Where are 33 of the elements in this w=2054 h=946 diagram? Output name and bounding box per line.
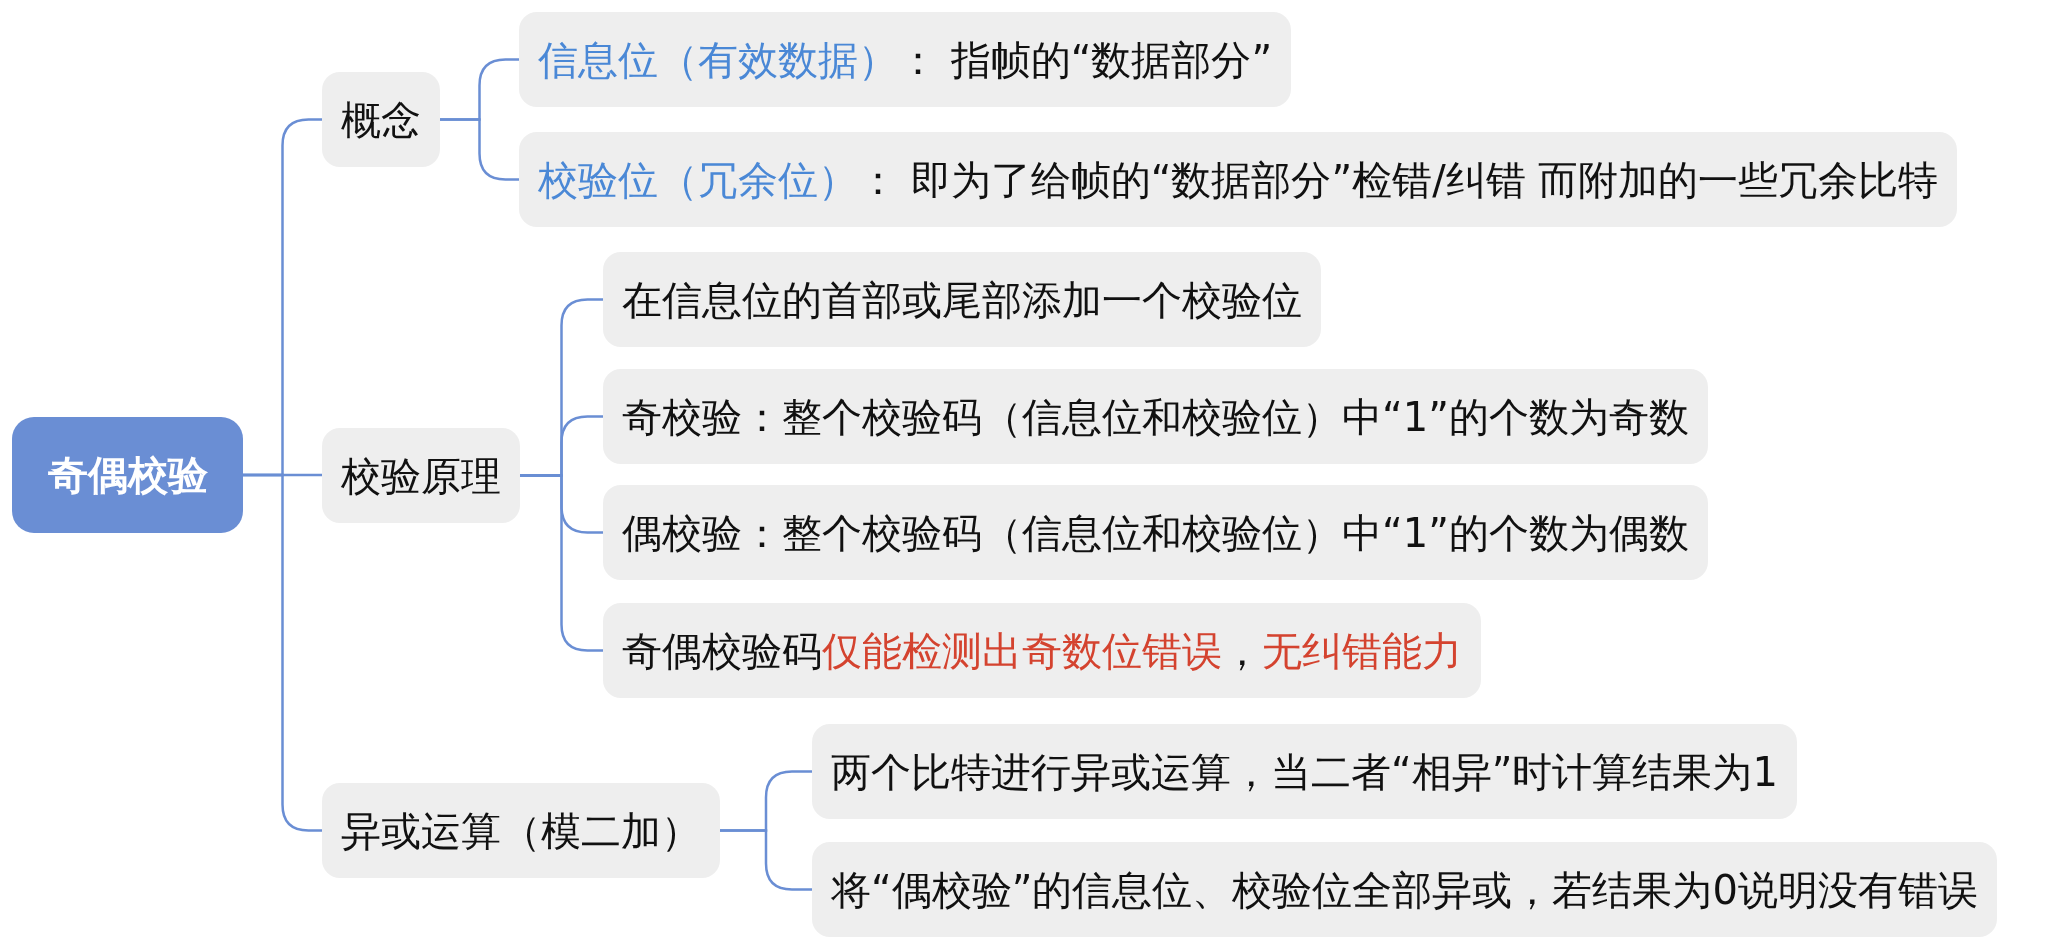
topic-text: ： 即为了给帧的“数据部分”检错/纠错 而附加的一些冗余比特: [858, 155, 1939, 204]
topic-box: [603, 369, 1708, 464]
topic-box: [812, 724, 1797, 819]
topic-box: [322, 72, 440, 167]
topic-text: 奇偶校验码: [622, 626, 822, 675]
topic-text: 两个比特进行异或运算，当二者“相异”时计算结果为1: [831, 747, 1778, 796]
connector-line: [720, 829, 812, 891]
topic-box: [322, 783, 720, 878]
highlighted-text: 无纠错能力: [1262, 626, 1462, 675]
topic-text: 概念: [341, 95, 421, 144]
topic-text: 奇校验：整个校验码（信息位和校验位）中“1”的个数为奇数: [622, 392, 1689, 441]
topic-box: [603, 603, 1481, 698]
topic-text: ： 指帧的“数据部分”: [898, 35, 1273, 84]
topic-box: [812, 842, 1997, 937]
topic-box: [519, 12, 1292, 107]
topic-text: 在信息位的首部或尾部添加一个校验位: [622, 275, 1302, 324]
topic-box: [519, 132, 1958, 227]
topic-text: ，: [1222, 626, 1262, 675]
highlighted-text: 校验位（冗余位）: [538, 155, 858, 204]
connector-line: [520, 474, 603, 652]
topic-text: 偶校验：整个校验码（信息位和校验位）中“1”的个数为偶数: [622, 508, 1689, 557]
highlighted-text: 信息位（有效数据）: [538, 35, 898, 84]
topic-box: [322, 428, 520, 523]
topic-text: 奇偶校验: [47, 451, 208, 499]
topic-text: 校验原理: [341, 451, 501, 500]
root-topic-box: [12, 417, 243, 533]
topic-text: 将“偶校验”的信息位、校验位全部异或，若结果为0说明没有错误: [831, 865, 1978, 914]
topic-box: [603, 485, 1708, 580]
topic-box: [603, 252, 1321, 347]
topic-text: 异或运算（模二加）: [341, 806, 701, 855]
connector-line: [243, 473, 322, 832]
highlighted-text: 仅能检测出奇数位错误: [822, 626, 1222, 675]
connector-line: [440, 118, 519, 181]
